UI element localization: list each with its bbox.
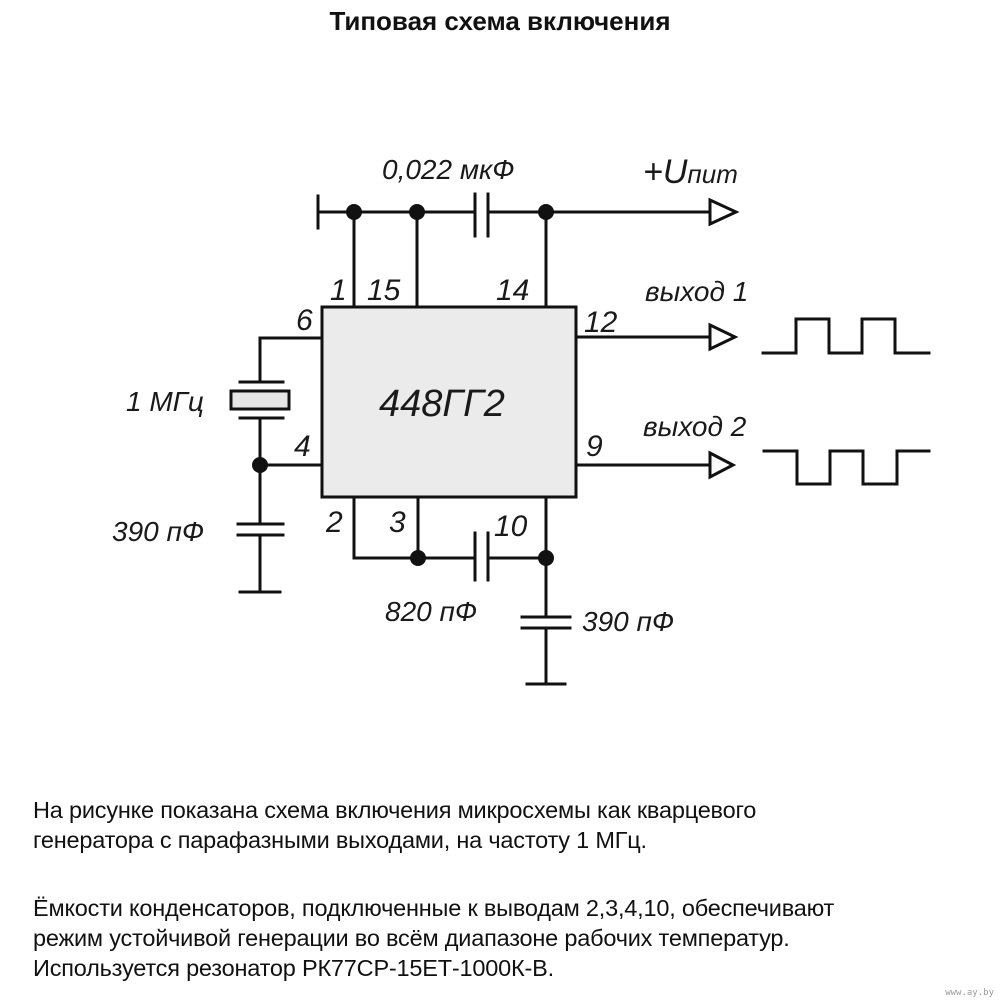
pin-label-4: 4 (294, 430, 311, 463)
supply-cap-label: 0,022 мкФ (382, 154, 515, 185)
output1-label: выход 1 (645, 276, 748, 307)
supply-label: +Uпит (643, 153, 738, 191)
pin-label-9: 9 (586, 430, 603, 463)
cap-left-label: 390 пФ (112, 516, 204, 547)
crystal-label: 1 МГц (126, 386, 204, 417)
output2-arrow-icon (708, 450, 737, 480)
cap-right-label: 390 пФ (582, 606, 674, 637)
output2-label: выход 2 (643, 411, 747, 442)
description-line: Ёмкости конденсаторов, подключенные к вы… (33, 895, 835, 921)
pin-label-6: 6 (296, 304, 313, 337)
pin-label-2: 2 (325, 506, 343, 539)
page-title: Типовая схема включения (329, 6, 671, 36)
description-line: генератора с парафазными выходами, на ча… (33, 827, 647, 853)
supply-label-sub: пит (687, 159, 737, 189)
junction-dot (538, 550, 554, 566)
pin-label-12: 12 (584, 306, 618, 339)
output2-waveform-icon (762, 449, 931, 486)
pin-label-3: 3 (389, 506, 406, 539)
supply-label-main: +U (643, 153, 688, 191)
output1-arrow-icon (708, 322, 739, 352)
pin-label-15: 15 (367, 274, 401, 307)
circuit-schematic: 0,022 мкФ +Uпит 1 15 14 6 12 4 9 2 3 10 … (112, 153, 931, 686)
junction-dot (409, 204, 425, 220)
chip-label: 448ГГ2 (379, 383, 505, 425)
cap-820-label: 820 пФ (385, 596, 477, 627)
description-line: На рисунке показана схема включения микр… (33, 797, 757, 823)
pin-label-1: 1 (330, 274, 347, 307)
junction-dot (346, 204, 362, 220)
description-line: Используется резонатор РК77СР-15ЕТ-1000К… (33, 955, 554, 981)
junction-dot (252, 457, 268, 473)
pin-label-14: 14 (496, 274, 529, 307)
crystal-icon (229, 389, 291, 411)
watermark: www.ay.by (945, 988, 994, 998)
junction-dot (410, 550, 426, 566)
junction-dot (538, 204, 554, 220)
description-line: режим устойчивой генерации во всём диапа… (33, 925, 790, 951)
output1-waveform-icon (761, 317, 931, 355)
pin-label-10: 10 (494, 510, 528, 543)
description-paragraph-1: На рисунке показана схема включения микр… (33, 795, 756, 855)
supply-arrow-icon (708, 197, 740, 227)
description-paragraph-2: Ёмкости конденсаторов, подключенные к вы… (33, 893, 834, 983)
chip-body (320, 305, 578, 499)
